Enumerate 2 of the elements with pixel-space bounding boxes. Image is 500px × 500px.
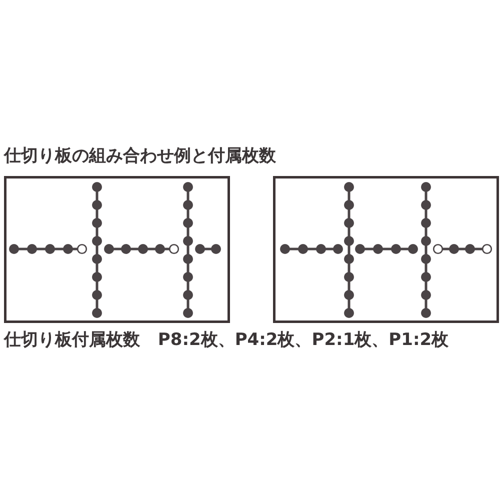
caption-text: 仕切り板付属枚数 P8:2枚、P4:2枚、P2:1枚、P1:2枚 xyxy=(4,330,449,350)
diagram-title: 仕切り板の組み合わせ例と付属枚数 xyxy=(4,146,276,166)
